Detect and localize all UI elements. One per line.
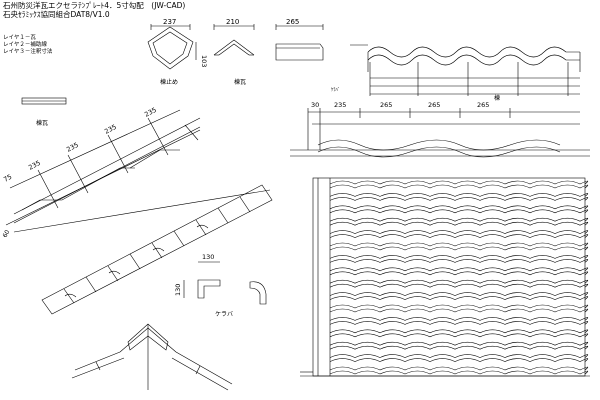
tile-row-lower-edge xyxy=(329,321,589,325)
dim-265-top: 265 xyxy=(286,18,299,26)
tile-row-lower-edge xyxy=(329,209,589,214)
ridge-stopper-drawing xyxy=(147,24,197,70)
dim-130-v: 130 xyxy=(174,284,182,296)
layer-2-note: レイヤ２－補助線 xyxy=(3,42,47,48)
tile-strip-diagonal xyxy=(41,184,273,315)
label-keraba: ケラバ xyxy=(215,311,233,318)
ridge-tile-side-drawing xyxy=(275,24,324,61)
label-ridge-elev: 棟 xyxy=(494,94,500,102)
tile-rows xyxy=(329,180,589,375)
tile-row xyxy=(329,279,589,284)
tile-row xyxy=(329,329,589,334)
label-ridge-tile: 棟瓦 xyxy=(234,78,246,86)
elevation-dimension-line xyxy=(290,108,590,158)
tile-row-lower-edge xyxy=(329,197,589,201)
tile-row-lower-edge xyxy=(329,184,589,189)
dim-235-c: 235 xyxy=(103,123,118,136)
ridge-tile-plan-left xyxy=(21,97,67,105)
tile-row xyxy=(329,341,589,346)
drawing-title: 石州防災洋瓦エクセラﾃﾝﾌﾟﾚｰﾄ4．5寸勾配 (JW-CAD) xyxy=(3,1,186,10)
dim-130-h: 130 xyxy=(202,253,214,261)
tile-row-lower-edge xyxy=(329,308,589,313)
tile-row-lower-edge xyxy=(329,333,589,338)
tile-row xyxy=(329,255,589,259)
tile-row-lower-edge xyxy=(329,283,589,288)
keraba-drawing xyxy=(183,261,267,305)
label-ridge-tile-left: 棟瓦 xyxy=(36,119,48,127)
tile-row xyxy=(329,217,589,222)
label-ridge-stopper: 棟止め xyxy=(160,78,178,86)
tile-row-lower-edge xyxy=(329,234,589,238)
tile-row xyxy=(329,366,589,371)
dim-elev-265-c: 265 xyxy=(477,101,489,109)
tile-row-lower-edge xyxy=(329,246,589,251)
dim-210: 210 xyxy=(226,18,239,26)
dim-235-a: 235 xyxy=(27,159,42,172)
tile-row xyxy=(329,242,589,247)
layer-1-note: レイヤ１－瓦 xyxy=(3,35,36,41)
tile-row xyxy=(329,317,589,321)
label-keraba-small: ｹﾗﾊﾞ xyxy=(331,86,340,93)
tile-row-lower-edge xyxy=(329,358,589,362)
dim-elev-235: 235 xyxy=(334,101,346,109)
dim-237: 237 xyxy=(163,18,176,26)
tile-row-lower-edge xyxy=(329,296,589,300)
tile-row-lower-edge xyxy=(329,259,589,263)
tile-row xyxy=(329,292,589,296)
tile-row xyxy=(329,267,589,272)
tile-row xyxy=(329,205,589,210)
dim-235-b: 235 xyxy=(65,141,80,154)
tile-row-lower-edge xyxy=(329,271,589,276)
tile-row-lower-edge xyxy=(329,221,589,226)
dim-elev-30: 30 xyxy=(311,101,319,109)
dim-75: 75 xyxy=(2,173,13,184)
tile-row xyxy=(329,180,589,185)
roof-elevation-field xyxy=(300,177,590,377)
tile-row-lower-edge xyxy=(329,345,589,350)
dim-elev-265-b: 265 xyxy=(428,101,440,109)
layer-3-note: レイヤ３－注釈寸法 xyxy=(3,49,53,55)
tile-row xyxy=(329,230,589,234)
ridge-cross-section xyxy=(71,323,233,391)
tile-row xyxy=(329,304,589,309)
dim-103: 103 xyxy=(200,55,208,67)
dim-235-d: 235 xyxy=(143,106,158,119)
tile-row xyxy=(329,193,589,197)
tile-row-plan xyxy=(350,44,581,96)
ridge-tile-front-drawing xyxy=(213,24,255,56)
dim-elev-265-a: 265 xyxy=(380,101,392,109)
tile-row xyxy=(329,354,589,358)
tile-row-lower-edge xyxy=(329,370,589,375)
drawing-subtitle: 石央ｾﾗﾐｯｸｽ協同組合DAT8/V1.0 xyxy=(3,10,110,19)
roof-section-slope xyxy=(5,109,271,233)
dim-60: 60 xyxy=(2,229,12,239)
